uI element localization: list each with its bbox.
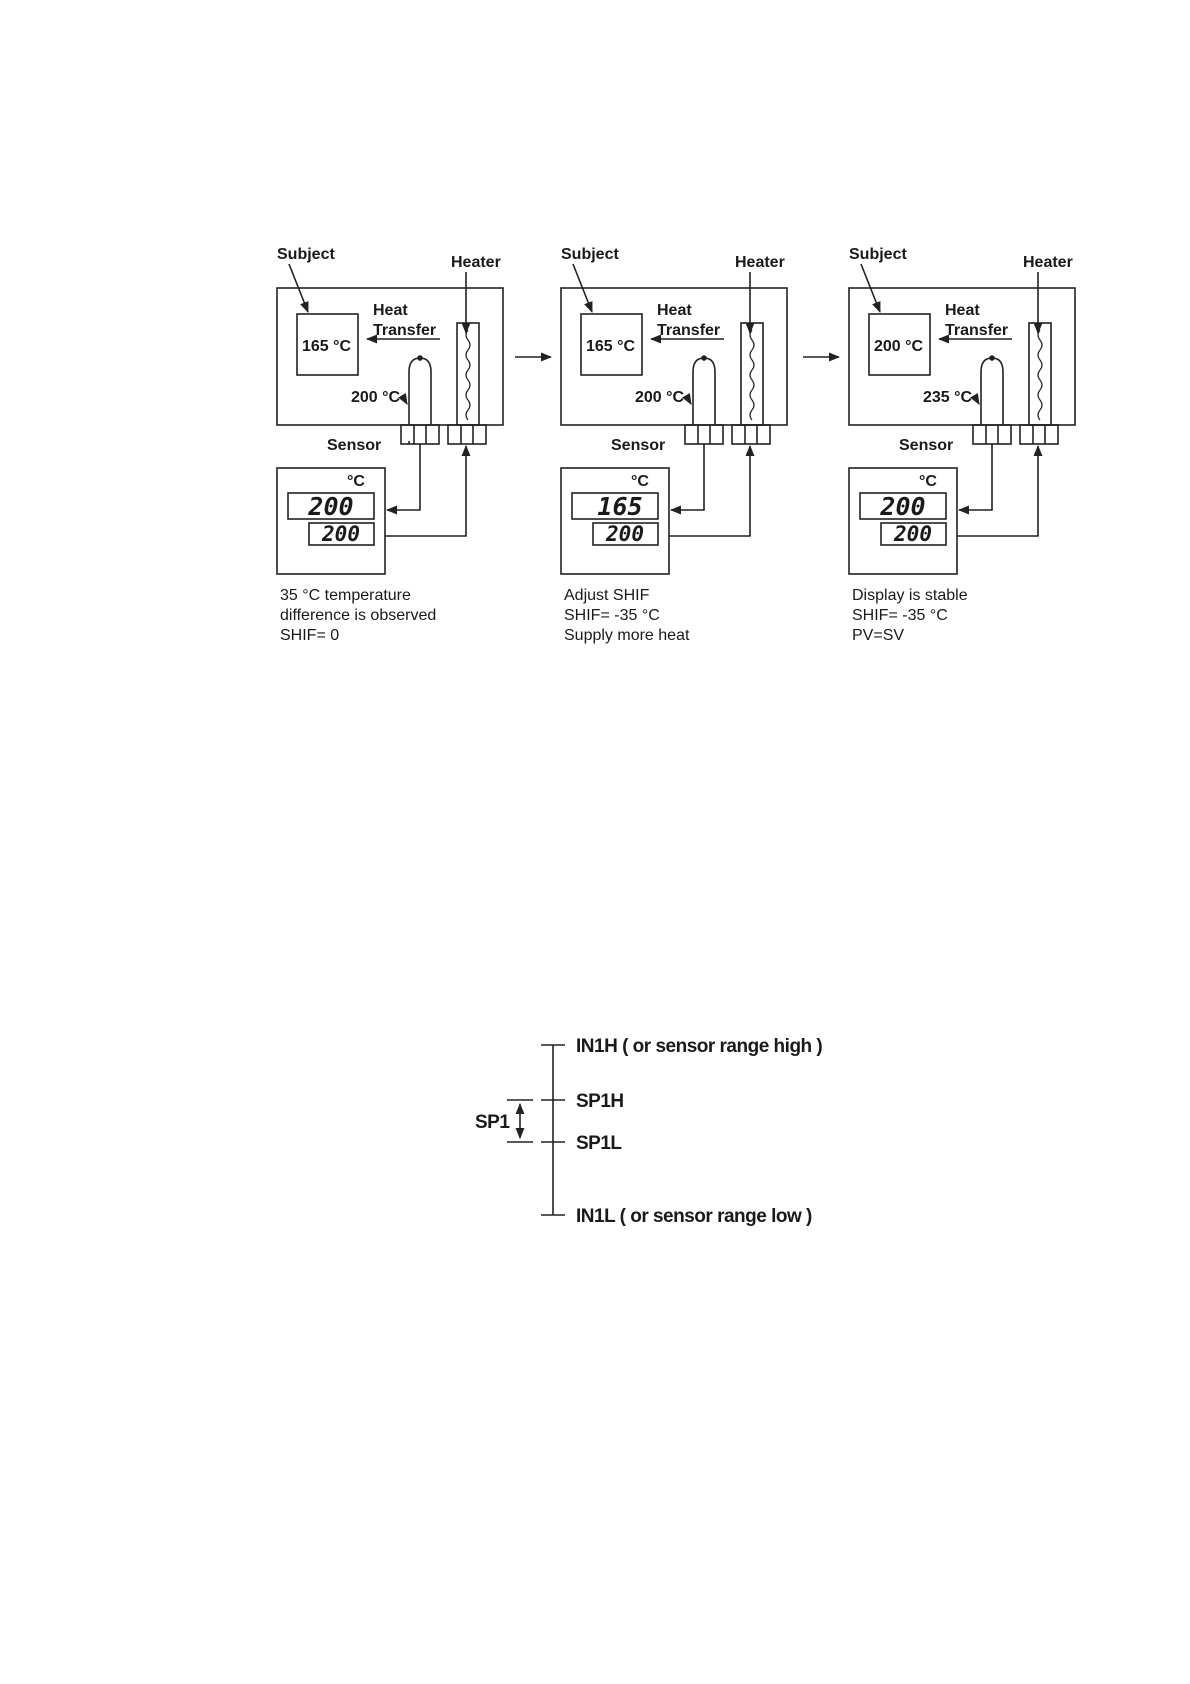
subject-block (868, 313, 931, 376)
pv-value: 200 (879, 492, 925, 521)
heater-label: Heater (451, 254, 501, 271)
sv-value: 200 (321, 522, 360, 546)
caption-line-2: difference is observed (280, 607, 436, 624)
shift-panel-3: Subject Heater 200 °C Heat Transfer 235 … (848, 246, 1076, 644)
unit-label: °C (631, 473, 649, 490)
sensor-temperature: 200 °C (351, 389, 401, 406)
caption-line-3: Supply more heat (564, 627, 690, 644)
sensor-terminal (684, 424, 724, 445)
heater-output-wire (669, 444, 755, 537)
heat-label: Heat (945, 302, 980, 319)
sensor-probe (980, 357, 1004, 425)
sensor-signal-wire (669, 444, 705, 515)
sp1-label: SP1 (475, 1112, 510, 1133)
heater-terminal (731, 424, 771, 445)
pv-display (287, 492, 375, 520)
heater-output-wire (385, 444, 471, 537)
transfer-label: Transfer (945, 322, 1008, 339)
controller-box (560, 467, 670, 575)
subject-temperature: 200 °C (874, 338, 924, 355)
sp1h-label: SP1H (576, 1091, 624, 1112)
caption-line-3: PV=SV (852, 627, 904, 644)
subject-label: Subject (561, 246, 619, 263)
heat-label: Heat (657, 302, 692, 319)
controller-box (848, 467, 958, 575)
unit-label: °C (347, 473, 365, 490)
sensor-tip (989, 355, 995, 361)
oven-chamber (276, 287, 504, 426)
shift-panel-2: Subject Heater 165 °C Heat Transfer 200 … (560, 246, 788, 644)
sensor-signal-wire (957, 444, 993, 515)
sensor-terminal (400, 424, 440, 445)
caption-line-2: SHIF= -35 °C (564, 607, 660, 624)
heater-coil (465, 329, 471, 421)
sv-display (308, 522, 375, 546)
sensor-temp-pointer (398, 393, 408, 405)
heat-label: Heat (373, 302, 408, 319)
sensor-temp-pointer (970, 393, 980, 405)
transfer-label: Transfer (657, 322, 720, 339)
sensor-label: Sensor (611, 437, 665, 454)
subject-temperature: 165 °C (302, 338, 352, 355)
sensor-temperature: 235 °C (923, 389, 973, 406)
caption-line-1: Display is stable (852, 587, 968, 604)
sensor-tip (701, 355, 707, 361)
heater-terminal (1019, 424, 1059, 445)
sensor-terminal (972, 424, 1012, 445)
sv-display (592, 522, 659, 546)
shift-panel-1: Subject Heater 165 °C Heat Transfer 200 … (276, 246, 504, 644)
pv-value: 165 (597, 492, 642, 521)
sv-value: 200 (893, 522, 932, 546)
controller-box (276, 467, 386, 575)
sensor-probe (692, 357, 716, 425)
unit-label: °C (919, 473, 937, 490)
in1l-label: IN1L ( or sensor range low ) (576, 1206, 812, 1227)
caption-line-2: SHIF= -35 °C (852, 607, 948, 624)
sensor-temperature: 200 °C (635, 389, 685, 406)
pv-display (571, 492, 659, 520)
subject-block (296, 313, 359, 376)
heater-coil (749, 329, 755, 421)
pv-display (859, 492, 947, 520)
sv-value: 200 (605, 522, 644, 546)
sensor-temp-pointer (682, 393, 692, 405)
sensor-tip (417, 355, 423, 361)
in1h-label: IN1H ( or sensor range high ) (576, 1036, 822, 1057)
subject-label: Subject (849, 246, 907, 263)
transfer-label: Transfer (373, 322, 436, 339)
caption-line-1: Adjust SHIF (564, 587, 650, 604)
subject-block (580, 313, 643, 376)
subject-label: Subject (277, 246, 335, 263)
sv-display (880, 522, 947, 546)
sensor-label: Sensor (327, 437, 381, 454)
sensor-label: Sensor (899, 437, 953, 454)
heater-output-wire (957, 444, 1043, 537)
setpoint-range-diagram: IN1H ( or sensor range high ) SP1H SP1 S… (475, 1036, 823, 1227)
caption-line-1: 35 °C temperature (280, 587, 411, 604)
oven-chamber (848, 287, 1076, 426)
caption-line-3: SHIF= 0 (280, 627, 339, 644)
heater-coil (1037, 329, 1043, 421)
heater-label: Heater (735, 254, 785, 271)
subject-temperature: 165 °C (586, 338, 636, 355)
sensor-signal-wire (385, 444, 421, 515)
sp1l-label: SP1L (576, 1133, 622, 1154)
pv-value: 200 (307, 492, 353, 521)
heater-terminal (447, 424, 487, 445)
sensor-probe (408, 357, 432, 425)
heater-label: Heater (1023, 254, 1073, 271)
oven-chamber (560, 287, 788, 426)
